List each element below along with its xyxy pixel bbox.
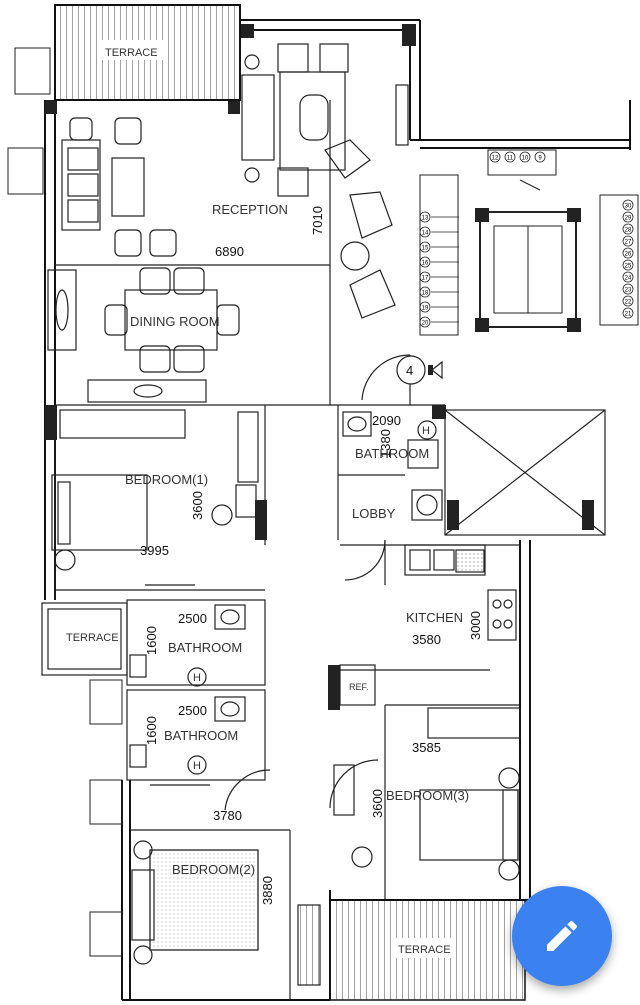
stair-step-marker: [622, 223, 634, 235]
stair-step-marker: [419, 301, 431, 313]
terrace-bottom: [329, 899, 526, 1001]
stair-step-marker: [419, 256, 431, 268]
ac-units: [7, 47, 123, 957]
terrace-left-label: TERRACE: [66, 632, 119, 644]
lobby-label: LOBBY: [352, 506, 396, 521]
staircase: [419, 149, 639, 336]
stair-step-marker: [419, 211, 431, 223]
stair-step-number: 10: [522, 156, 529, 162]
pencil-icon: [547, 920, 578, 951]
stair-step-number: 22: [625, 300, 632, 306]
stair-step-marker: [419, 241, 431, 253]
stair-number: 4: [406, 363, 413, 378]
bedroom-3: [329, 704, 521, 900]
bedroom2-label: BEDROOM(2): [172, 862, 255, 877]
stair-steps-left: 13 14 15 16 17 18 19 20: [419, 211, 459, 328]
stair-step-marker: [419, 226, 431, 238]
stair-step-number: 17: [422, 276, 429, 282]
dim-7010: 7010: [310, 206, 325, 235]
stair-step-number: 23: [625, 288, 632, 294]
stair-step-marker: [419, 316, 431, 328]
stair-step-number: 18: [422, 291, 429, 297]
stair-step-marker: [622, 199, 634, 211]
stair-step-number: 27: [625, 240, 632, 246]
lobby-bath: [330, 404, 606, 585]
terrace-bottom-label: TERRACE: [398, 944, 451, 956]
stair-step-number: 21: [625, 312, 632, 318]
stair-step-number: 14: [422, 231, 429, 237]
stair-step-marker: [622, 211, 634, 223]
bedroom3-label: BEDROOM(3): [386, 788, 469, 803]
stair-step-number: 12: [492, 156, 499, 162]
dim-3600-bed3: 3600: [370, 789, 385, 818]
bedroom-2: [130, 769, 321, 1000]
bathrooms-middle: [126, 584, 266, 786]
stair-step-number: 24: [625, 276, 632, 282]
stair-step-marker: [419, 271, 431, 283]
dim-2500-b: 2500: [178, 703, 207, 718]
stair-step-number: 11: [507, 156, 514, 162]
stair-step-marker: [489, 151, 501, 163]
dim-1380: 1380: [378, 429, 393, 458]
stair-step-marker: [622, 283, 634, 295]
stair-step-marker: [504, 151, 516, 163]
dim-3600-bed1: 3600: [190, 491, 205, 520]
dim-3880: 3880: [260, 876, 275, 905]
stair-step-number: 26: [625, 252, 632, 258]
ref-label: REF.: [349, 682, 369, 692]
h-marker-3: H: [193, 760, 201, 772]
dim-3780: 3780: [213, 808, 242, 823]
dim-2500-a: 2500: [178, 611, 207, 626]
h-marker-2: H: [193, 672, 201, 684]
dim-1600-a: 1600: [144, 626, 159, 655]
bedroom-1: [51, 405, 266, 600]
terrace-top-label: TERRACE: [105, 47, 158, 59]
stair-step-number: 28: [625, 228, 632, 234]
bathroom-mid1-label: BATHROOM: [168, 640, 242, 655]
stair-step-marker: [622, 247, 634, 259]
stair-step-marker: [622, 295, 634, 307]
dim-6890: 6890: [215, 244, 244, 259]
stair-step-number: 13: [422, 216, 429, 222]
stair-step-number: 19: [422, 306, 429, 312]
stair-step-marker: [622, 259, 634, 271]
stair-steps-top: 12 11 10 9: [489, 151, 546, 163]
dim-2090: 2090: [372, 413, 401, 428]
stair-step-marker: [622, 307, 634, 319]
bathroom-top-label: BATHROOM: [355, 446, 429, 461]
stair-step-number: 29: [625, 216, 632, 222]
kitchen: [339, 544, 520, 706]
stair-step-number: 20: [422, 321, 429, 327]
stair-step-marker: [534, 151, 546, 163]
edit-fab-button[interactable]: [512, 886, 612, 986]
pillars: [45, 24, 594, 710]
stair-step-number: 15: [422, 246, 429, 252]
stair-step-number: 9: [538, 156, 542, 162]
stair-step-number: 25: [625, 264, 632, 270]
stair-marker: [396, 355, 443, 385]
dim-1600-b: 1600: [144, 716, 159, 745]
dim-3580: 3580: [412, 632, 441, 647]
stair-steps-right: 30 29 28 27 26 25 24 23 22 21: [622, 199, 634, 319]
dim-3995: 3995: [140, 543, 169, 558]
dining-room-label: DINING ROOM: [130, 314, 220, 329]
stair-step-marker: [419, 286, 431, 298]
bedroom1-label: BEDROOM(1): [125, 472, 208, 487]
dim-3585: 3585: [412, 740, 441, 755]
reception-label: RECEPTION: [212, 202, 288, 217]
stair-step-number: 16: [422, 261, 429, 267]
h-marker-1: H: [422, 425, 430, 437]
stair-step-marker: [622, 235, 634, 247]
dim-3000: 3000: [468, 611, 483, 640]
stair-step-marker: [622, 271, 634, 283]
terrace-top: [54, 4, 241, 101]
kitchen-label: KITCHEN: [406, 610, 463, 625]
bathroom-mid2-label: BATHROOM: [164, 728, 238, 743]
stair-step-marker: [519, 151, 531, 163]
stair-step-number: 30: [625, 204, 632, 210]
